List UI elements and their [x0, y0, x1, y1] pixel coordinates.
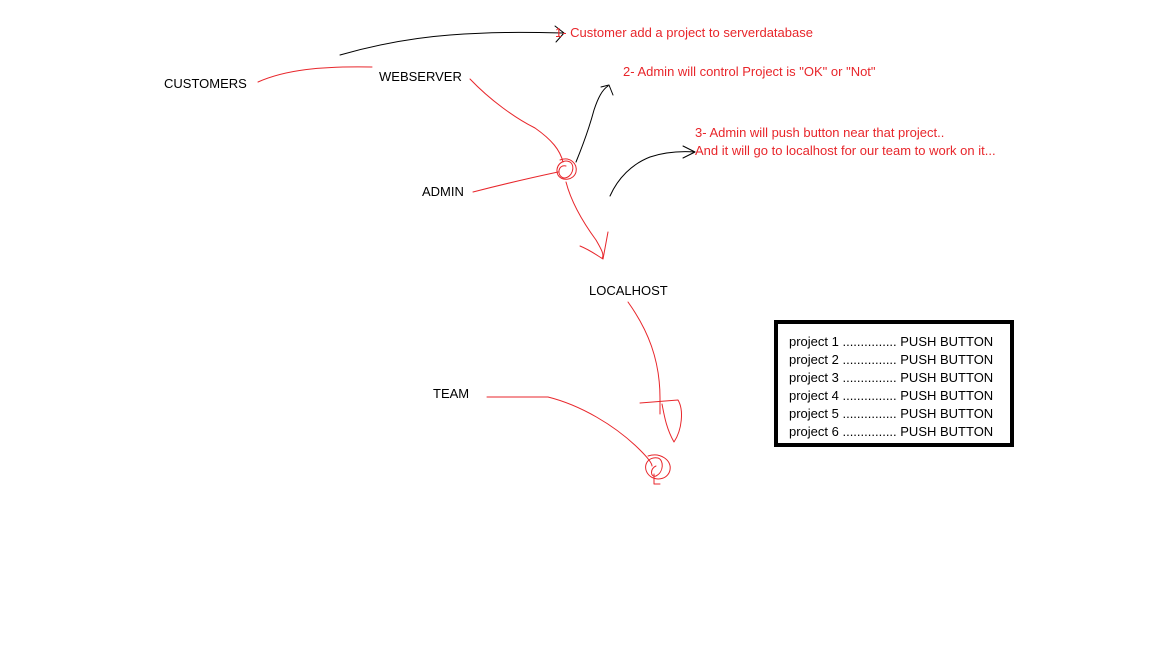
customers-to-webserver-line: [257, 66, 373, 83]
localhost-label: LOCALHOST: [589, 283, 668, 298]
step3-arrow: [609, 151, 696, 197]
step1-note: 1- Customer add a project to serverdatab…: [555, 25, 813, 40]
project-list: project 1 ............... PUSH BUTTON pr…: [778, 324, 1010, 441]
webserver-label: WEBSERVER: [379, 69, 462, 84]
step1-arrow: [339, 31, 564, 56]
step1-arrowhead: [554, 25, 565, 43]
project-row-5[interactable]: project 5 ............... PUSH BUTTON: [789, 406, 994, 421]
step2-arrowhead: [600, 84, 614, 96]
team-arrow-scribble: [639, 399, 682, 443]
customers-label: CUSTOMERS: [164, 76, 247, 91]
webserver-to-admin-line: [469, 78, 564, 163]
step2-arrow: [575, 85, 609, 163]
team-label: TEAM: [433, 386, 470, 401]
admin-label: ADMIN: [422, 184, 464, 199]
project-row-1[interactable]: project 1 ............... PUSH BUTTON: [789, 334, 994, 349]
team-to-node-line: [486, 396, 653, 467]
step3-arrowhead: [682, 145, 696, 159]
localhost-to-team-line: [627, 301, 661, 415]
project-row-6[interactable]: project 6 ............... PUSH BUTTON: [789, 424, 994, 439]
team-node-scribble: [645, 454, 671, 485]
project-row-4[interactable]: project 4 ............... PUSH BUTTON: [789, 388, 994, 403]
admin-to-localhost-line: [565, 181, 604, 259]
admin-to-node-line: [472, 171, 559, 193]
admin-node-scribble: [556, 158, 577, 180]
step2-note: 2- Admin will control Project is "OK" or…: [623, 64, 876, 79]
step3-note-line1: 3- Admin will push button near that proj…: [695, 125, 945, 140]
step3-note-line2: And it will go to localhost for our team…: [695, 143, 996, 158]
project-list-box: project 1 ............... PUSH BUTTON pr…: [774, 320, 1014, 447]
project-row-2[interactable]: project 2 ............... PUSH BUTTON: [789, 352, 994, 367]
project-row-3[interactable]: project 3 ............... PUSH BUTTON: [789, 370, 994, 385]
localhost-arrowhead: [579, 231, 609, 260]
